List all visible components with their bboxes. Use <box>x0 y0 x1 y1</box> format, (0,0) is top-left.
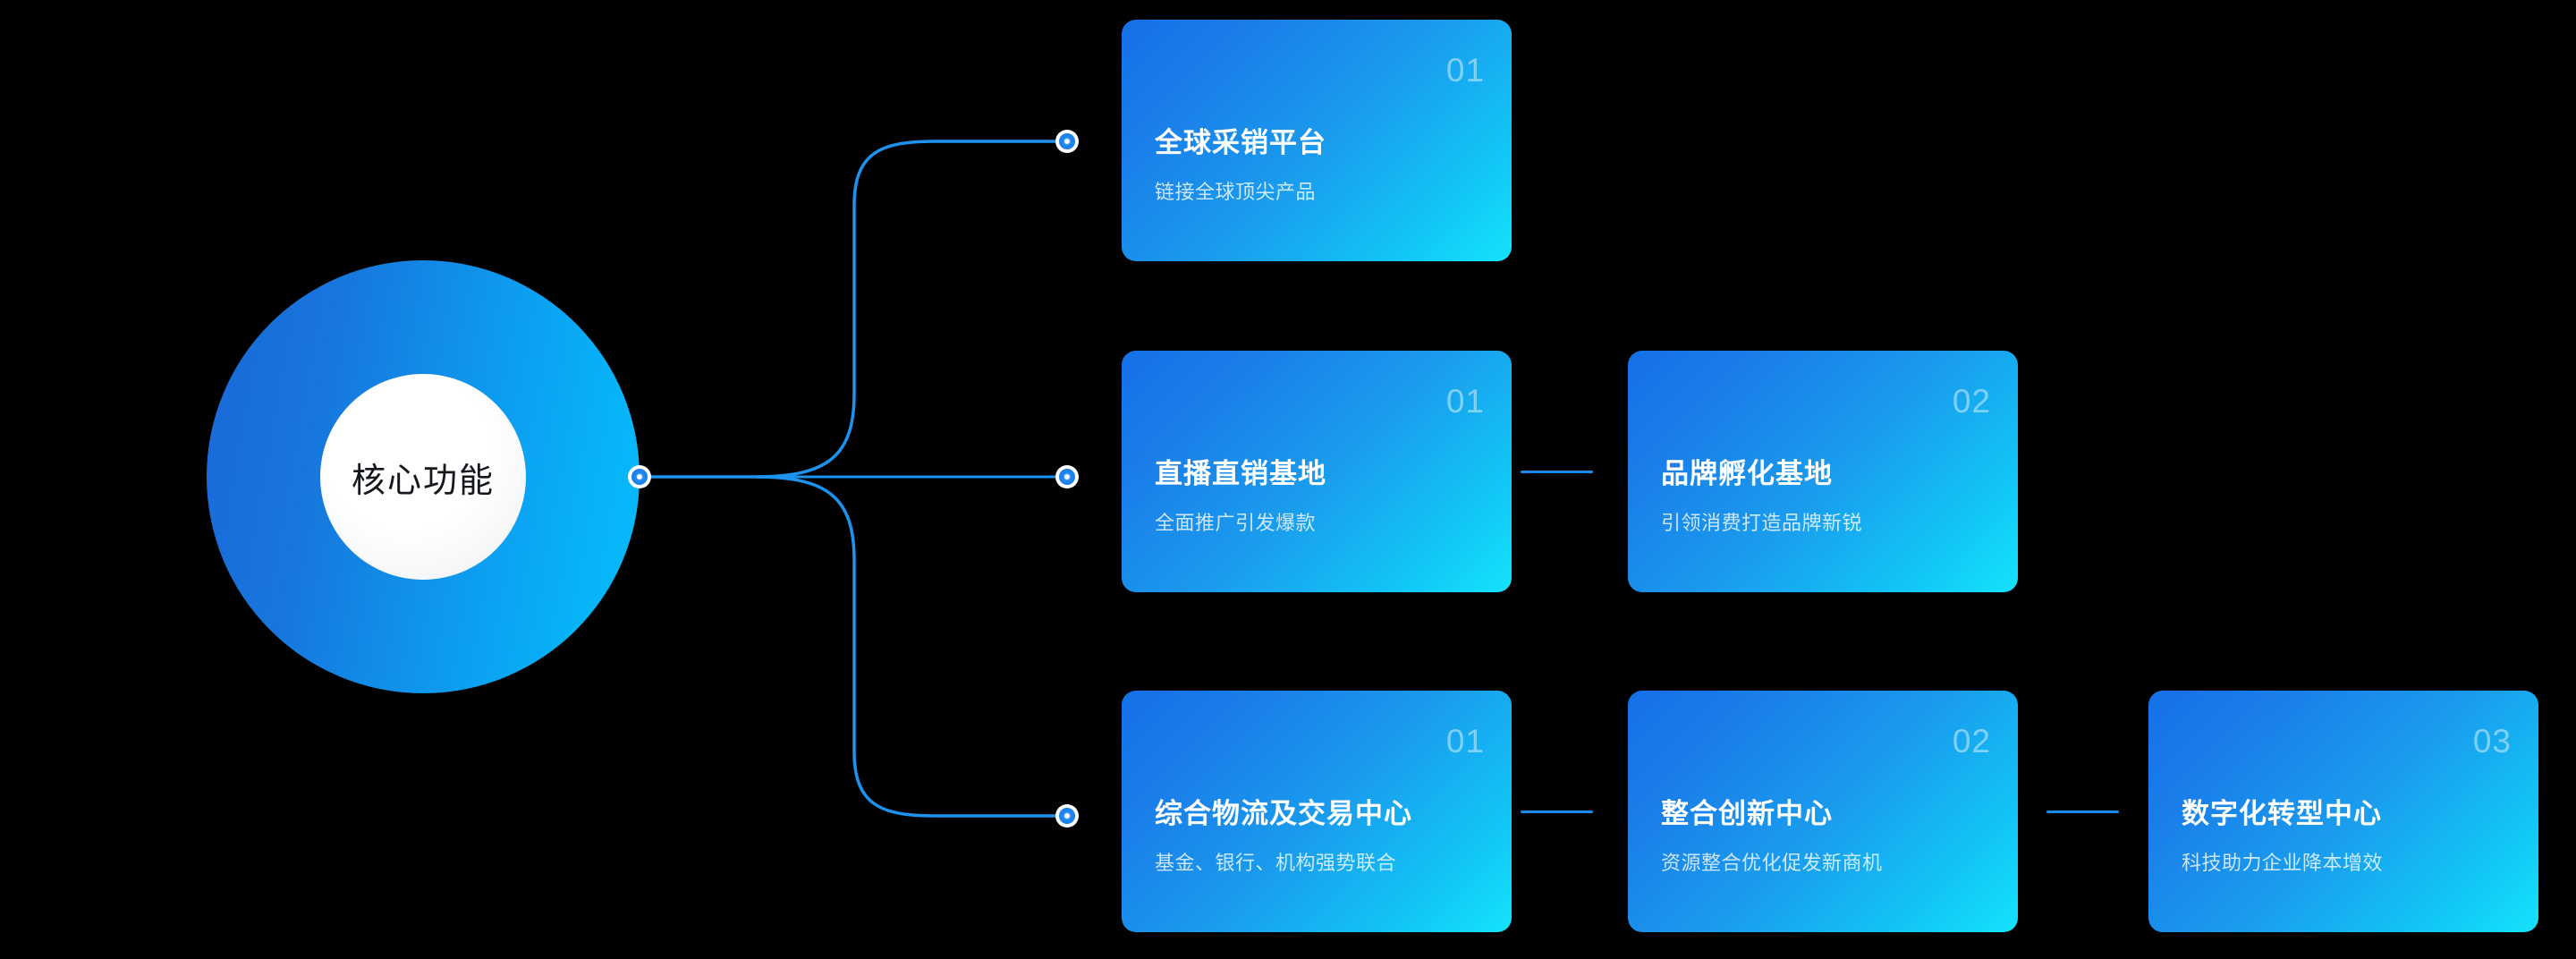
connector-branch-up <box>755 140 1055 479</box>
card-number: 02 <box>1952 383 1991 420</box>
connector-bar-row3-2to3 <box>2046 810 2119 813</box>
card-branch2-item2[interactable]: 02 品牌孵化基地 引领消费打造品牌新锐 <box>1628 351 2018 592</box>
card-number: 01 <box>1445 723 1485 760</box>
card-branch3-item1[interactable]: 01 综合物流及交易中心 基金、银行、机构强势联合 <box>1122 691 1512 932</box>
card-title: 综合物流及交易中心 <box>1155 798 1412 829</box>
hub-label: 核心功能 <box>351 462 495 500</box>
card-subtitle: 链接全球顶尖产品 <box>1155 181 1317 203</box>
branch-endpoint-dot-1 <box>1055 130 1079 153</box>
card-number: 02 <box>1952 723 1991 760</box>
card-branch3-item2[interactable]: 02 整合创新中心 资源整合优化促发新商机 <box>1628 691 2018 932</box>
card-title: 全球采销平台 <box>1155 127 1326 158</box>
connector-branch-down <box>755 475 1055 818</box>
card-title: 整合创新中心 <box>1661 798 1833 829</box>
hub-inner-circle: 核心功能 <box>320 374 526 580</box>
connector-bar-row2-1to2 <box>1521 471 1593 473</box>
card-number: 01 <box>1445 52 1485 89</box>
card-branch1-item1[interactable]: 01 全球采销平台 链接全球顶尖产品 <box>1122 20 1512 261</box>
card-subtitle: 基金、银行、机构强势联合 <box>1155 852 1397 874</box>
card-subtitle: 引领消费打造品牌新锐 <box>1661 512 1863 534</box>
card-title: 直播直销基地 <box>1155 458 1326 489</box>
hub-circle[interactable]: 核心功能 <box>207 260 640 693</box>
card-subtitle: 全面推广引发爆款 <box>1155 512 1317 534</box>
branch-endpoint-dot-2 <box>1055 465 1079 488</box>
card-number: 03 <box>2472 723 2512 760</box>
branch-endpoint-dot-3 <box>1055 804 1079 827</box>
card-number: 01 <box>1445 383 1485 420</box>
connector-bar-row3-1to2 <box>1521 810 1593 813</box>
card-title: 数字化转型中心 <box>2182 798 2382 829</box>
hub-connector-dot <box>628 465 651 488</box>
card-branch3-item3[interactable]: 03 数字化转型中心 科技助力企业降本增效 <box>2148 691 2538 932</box>
card-title: 品牌孵化基地 <box>1661 458 1833 489</box>
card-subtitle: 科技助力企业降本增效 <box>2182 852 2384 874</box>
card-branch2-item1[interactable]: 01 直播直销基地 全面推广引发爆款 <box>1122 351 1512 592</box>
card-subtitle: 资源整合优化促发新商机 <box>1661 852 1883 874</box>
